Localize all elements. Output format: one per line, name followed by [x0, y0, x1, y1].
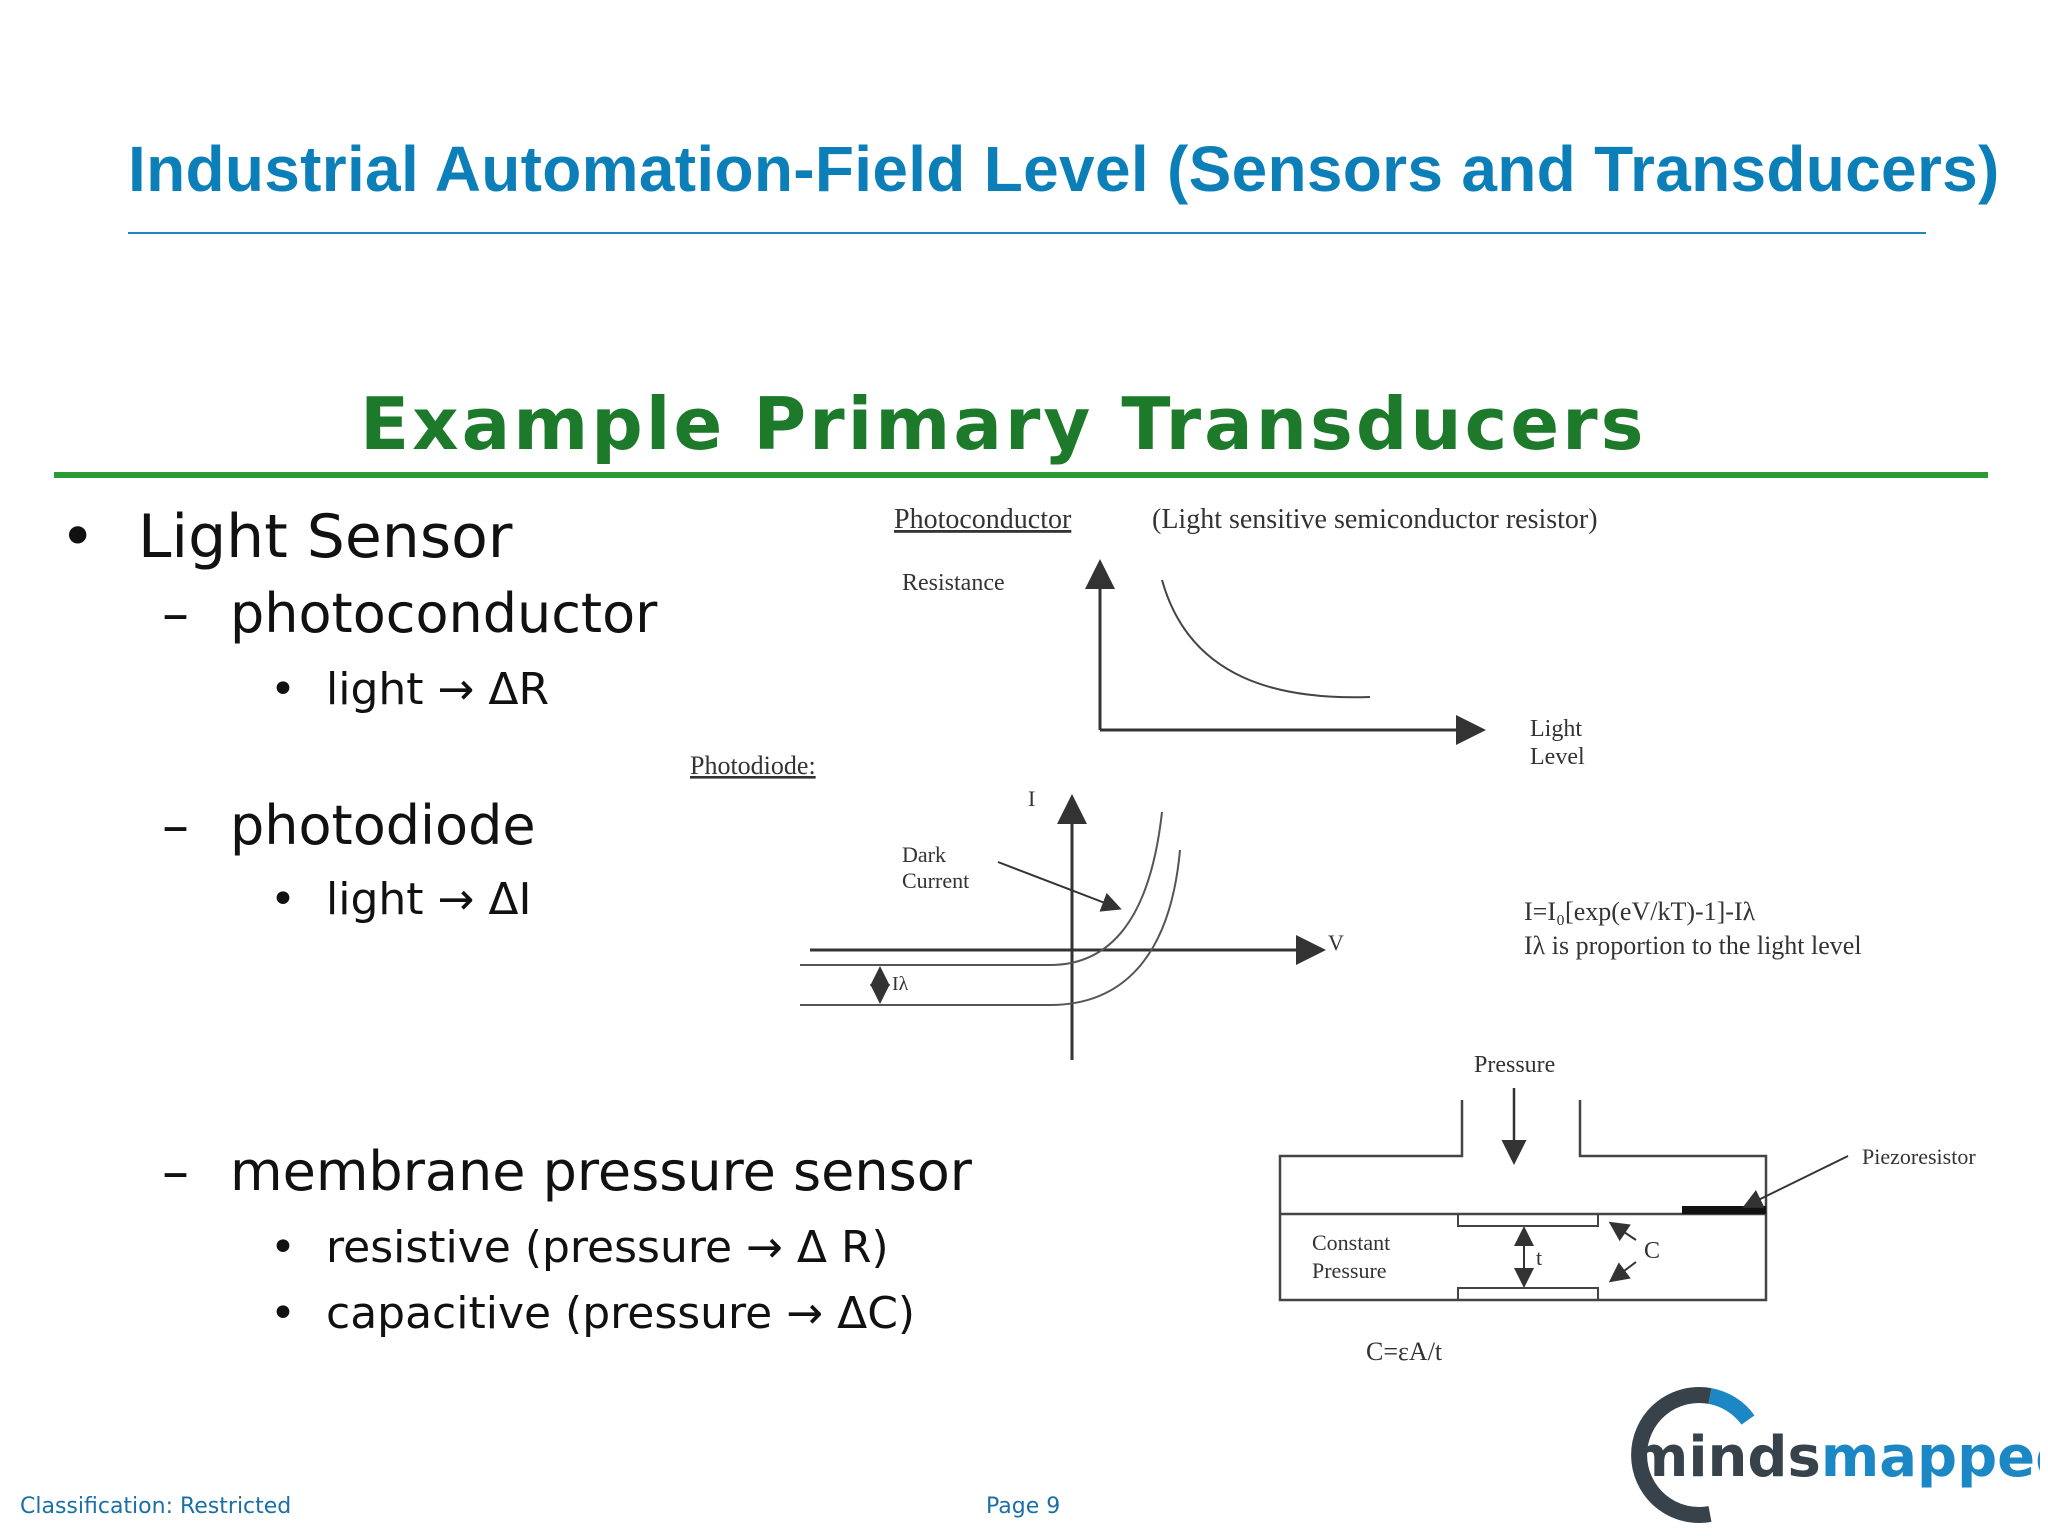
photoconductor-graph-subtitle: (Light sensitive semiconductor resistor) — [1152, 504, 1598, 535]
embedded-slide-image: Example Primary Transducers • Light Sens… — [50, 360, 2048, 1536]
photodiode-graph: Photodiode: I V Iλ Dark Current I=I₀[exp… — [690, 751, 1862, 1060]
page-number: Page 9 — [986, 1494, 1061, 1519]
piezoresistor-label: Piezoresistor — [1862, 1144, 1976, 1169]
transducer-diagrams: Photoconductor (Light sensitive semicond… — [690, 504, 1976, 1366]
heading-underline — [54, 472, 1988, 478]
dark-iv-curve — [800, 811, 1163, 966]
bullet-marker: • — [270, 874, 296, 925]
bullet-capacitive: capacitive (pressure → ΔC) — [326, 1288, 916, 1339]
bullet-marker: • — [270, 1288, 296, 1339]
logo-text-mapped: mapped — [1821, 1425, 2040, 1490]
bullet-light-sensor: Light Sensor — [138, 502, 513, 572]
title-divider — [128, 232, 1926, 234]
bullet-photoconductor: photoconductor — [230, 582, 658, 645]
bullet-photodiode-effect: light → ΔI — [326, 874, 532, 925]
thickness-label: t — [1536, 1245, 1542, 1270]
resistance-curve — [1161, 579, 1371, 699]
photoconductor-graph: Photoconductor (Light sensitive semicond… — [894, 504, 1598, 770]
capacitance-formula: C=εA/t — [1366, 1337, 1443, 1366]
constant-pressure-label-line1: Constant — [1312, 1230, 1390, 1255]
light-axis-label-line1: Light — [1530, 716, 1582, 742]
upper-electrode — [1457, 1213, 1599, 1227]
slide-title: Industrial Automation-Field Level (Senso… — [128, 133, 2000, 205]
section-heading: Example Primary Transducers — [360, 382, 1647, 466]
dark-current-label-line1: Dark — [902, 842, 946, 867]
dash-marker: – — [162, 1140, 189, 1203]
photodiode-note: Iλ is proportion to the light level — [1524, 931, 1862, 960]
bullet-marker: • — [60, 502, 96, 572]
photodiode-graph-title: Photodiode: — [690, 751, 816, 780]
dash-marker: – — [162, 582, 189, 645]
logo-text-mind: mind — [1630, 1425, 1788, 1490]
logo-wordmark: mindsmapped — [1630, 1425, 2040, 1490]
logo-arc-dark — [1631, 1387, 1712, 1523]
logo-arc-blue — [1708, 1388, 1755, 1425]
constant-pressure-label-line2: Pressure — [1312, 1258, 1387, 1283]
classification-label: Classification: Restricted — [20, 1494, 292, 1519]
capacitance-label: C — [1644, 1238, 1660, 1264]
pressure-sensor-diagram: Pressure Piezoresistor Constant Pressure… — [1278, 1052, 1976, 1366]
lower-electrode — [1457, 1287, 1599, 1301]
photoconductor-graph-title: Photoconductor — [894, 504, 1072, 535]
bullet-photoconductor-effect: light → ΔR — [326, 664, 550, 715]
piezoresistor-element — [1682, 1206, 1766, 1214]
bullet-photodiode: photodiode — [230, 794, 536, 857]
resistance-axis-label: Resistance — [902, 570, 1005, 596]
current-axis-label: I — [1028, 786, 1035, 811]
voltage-axis-label: V — [1328, 930, 1344, 955]
c-pointer-up — [1608, 1221, 1637, 1242]
mindsmapped-logo: mindsmapped — [1630, 1387, 2040, 1523]
bullet-membrane-sensor: membrane pressure sensor — [230, 1140, 972, 1203]
bullet-marker: • — [270, 1222, 296, 1273]
dark-current-label-line2: Current — [902, 868, 969, 893]
photodiode-equation: I=I₀[exp(eV/kT)-1]-Iλ — [1524, 897, 1756, 926]
bullet-resistive: resistive (pressure → Δ R) — [326, 1222, 889, 1273]
pressure-label: Pressure — [1474, 1052, 1555, 1078]
logo-text-s: s — [1788, 1425, 1821, 1490]
dash-marker: – — [162, 794, 189, 857]
dark-current-pointer — [997, 861, 1122, 912]
light-axis-label-line2: Level — [1530, 744, 1585, 770]
bullet-marker: • — [270, 664, 296, 715]
illuminated-iv-curve — [800, 849, 1181, 1006]
i-lambda-label: Iλ — [892, 973, 909, 995]
piezoresistor-pointer — [1742, 1155, 1849, 1208]
c-pointer-down — [1608, 1261, 1637, 1283]
